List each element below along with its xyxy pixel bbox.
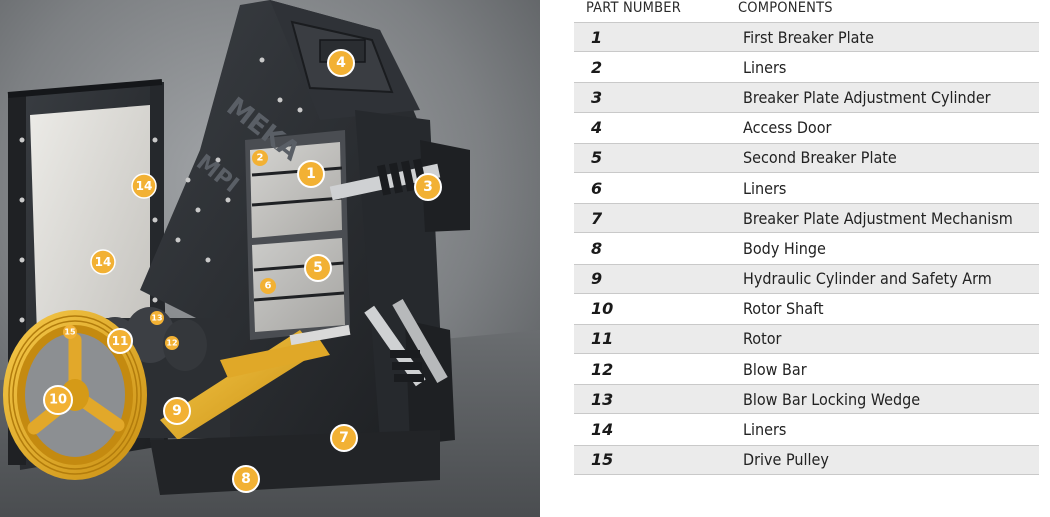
table-header: PART NUMBER COMPONENTS xyxy=(574,0,1039,22)
part-number-cell: 7 xyxy=(591,208,603,228)
crusher-cutaway-diagram: MEKA MPI xyxy=(0,0,540,517)
callout-10: 10 xyxy=(43,385,73,415)
callout-6: 6 xyxy=(260,278,276,294)
part-number-cell: 3 xyxy=(591,87,603,107)
component-cell: Body Hinge xyxy=(743,238,826,258)
callout-11-label: 11 xyxy=(112,334,129,348)
callout-10-label: 10 xyxy=(49,393,67,408)
part-number-cell: 11 xyxy=(591,329,614,349)
callout-2: 2 xyxy=(252,150,268,166)
part-number-cell: 12 xyxy=(591,359,614,379)
callout-8: 8 xyxy=(232,465,260,493)
component-cell: Liners xyxy=(743,420,787,440)
part-number-cell: 10 xyxy=(591,299,614,319)
callout-2-label: 2 xyxy=(257,153,264,164)
callout-12-label: 12 xyxy=(166,339,177,348)
part-number-cell: 1 xyxy=(591,27,603,47)
callout-14-upper-label: 14 xyxy=(136,179,153,193)
drive-pulley xyxy=(3,310,147,480)
callout-1: 1 xyxy=(297,160,325,188)
part-number-cell: 9 xyxy=(591,269,603,289)
part-number-cell: 15 xyxy=(591,450,614,470)
table-row: 8 Body Hinge xyxy=(574,233,1039,263)
component-cell: Liners xyxy=(743,178,787,198)
part-number-cell: 8 xyxy=(591,238,603,258)
callout-14-lower-label: 14 xyxy=(95,255,112,269)
callout-5-label: 5 xyxy=(313,260,323,276)
part-number-cell: 5 xyxy=(591,148,603,168)
component-cell: Rotor Shaft xyxy=(743,299,824,319)
callout-15: 15 xyxy=(63,325,77,339)
component-cell: Breaker Plate Adjustment Cylinder xyxy=(743,87,991,107)
component-cell: Access Door xyxy=(743,118,832,138)
callout-4: 4 xyxy=(327,49,355,77)
component-cell: Breaker Plate Adjustment Mechanism xyxy=(743,208,1013,228)
component-cell: Hydraulic Cylinder and Safety Arm xyxy=(743,269,992,289)
callout-6-label: 6 xyxy=(265,281,272,292)
callout-5: 5 xyxy=(304,254,332,282)
component-cell: Liners xyxy=(743,57,787,77)
hydraulic-cylinder-arm xyxy=(160,324,351,440)
table-row: 7 Breaker Plate Adjustment Mechanism xyxy=(574,203,1039,234)
table-row: 3 Breaker Plate Adjustment Cylinder xyxy=(574,82,1039,113)
table-row: 9 Hydraulic Cylinder and Safety Arm xyxy=(574,263,1039,294)
callout-9: 9 xyxy=(163,397,191,425)
callout-7-label: 7 xyxy=(339,430,349,446)
base-frame xyxy=(150,430,440,495)
table-row: 2 Liners xyxy=(574,52,1039,82)
callout-14-upper: 14 xyxy=(131,173,157,199)
component-cell: Drive Pulley xyxy=(743,450,829,470)
part-number-cell: 6 xyxy=(591,178,603,198)
component-cell: Second Breaker Plate xyxy=(743,148,897,168)
callout-1-label: 1 xyxy=(306,166,316,182)
callout-8-label: 8 xyxy=(241,471,251,487)
callout-3-label: 3 xyxy=(423,179,433,195)
adjustment-cylinder-top xyxy=(329,158,441,201)
part-number-cell: 13 xyxy=(591,389,614,409)
component-cell: First Breaker Plate xyxy=(743,27,874,47)
table-row: 6 Liners xyxy=(574,173,1039,203)
callout-14-lower: 14 xyxy=(90,249,116,275)
parts-table: PART NUMBER COMPONENTS 1 First Breaker Pl… xyxy=(574,0,1039,475)
component-cell: Blow Bar xyxy=(743,359,807,379)
callout-9-label: 9 xyxy=(172,403,182,419)
table-row: 5 Second Breaker Plate xyxy=(574,142,1039,173)
table-row: 13 Blow Bar Locking Wedge xyxy=(574,384,1039,415)
header-part-number: PART NUMBER xyxy=(586,0,681,16)
header-components: COMPONENTS xyxy=(738,0,833,16)
part-number-cell: 14 xyxy=(591,420,614,440)
table-row: 15 Drive Pulley xyxy=(574,444,1039,475)
table-row: 14 Liners xyxy=(574,414,1039,444)
adjustment-mechanism-lower xyxy=(364,299,448,387)
callout-7: 7 xyxy=(330,424,358,452)
component-cell: Rotor xyxy=(743,329,782,349)
callout-15-label: 15 xyxy=(64,328,76,337)
callout-11: 11 xyxy=(107,328,133,354)
part-number-cell: 2 xyxy=(591,57,603,77)
table-row: 10 Rotor Shaft xyxy=(574,294,1039,324)
callout-3: 3 xyxy=(414,173,442,201)
callout-12: 12 xyxy=(165,336,179,350)
table-row: 4 Access Door xyxy=(574,113,1039,143)
table-row: 1 First Breaker Plate xyxy=(574,22,1039,53)
callout-13: 13 xyxy=(150,311,164,325)
table-row: 12 Blow Bar xyxy=(574,354,1039,384)
table-row: 11 Rotor xyxy=(574,323,1039,355)
part-number-cell: 4 xyxy=(591,118,603,138)
callout-13-label: 13 xyxy=(151,314,162,323)
callout-4-label: 4 xyxy=(336,55,346,71)
component-cell: Blow Bar Locking Wedge xyxy=(743,389,921,409)
